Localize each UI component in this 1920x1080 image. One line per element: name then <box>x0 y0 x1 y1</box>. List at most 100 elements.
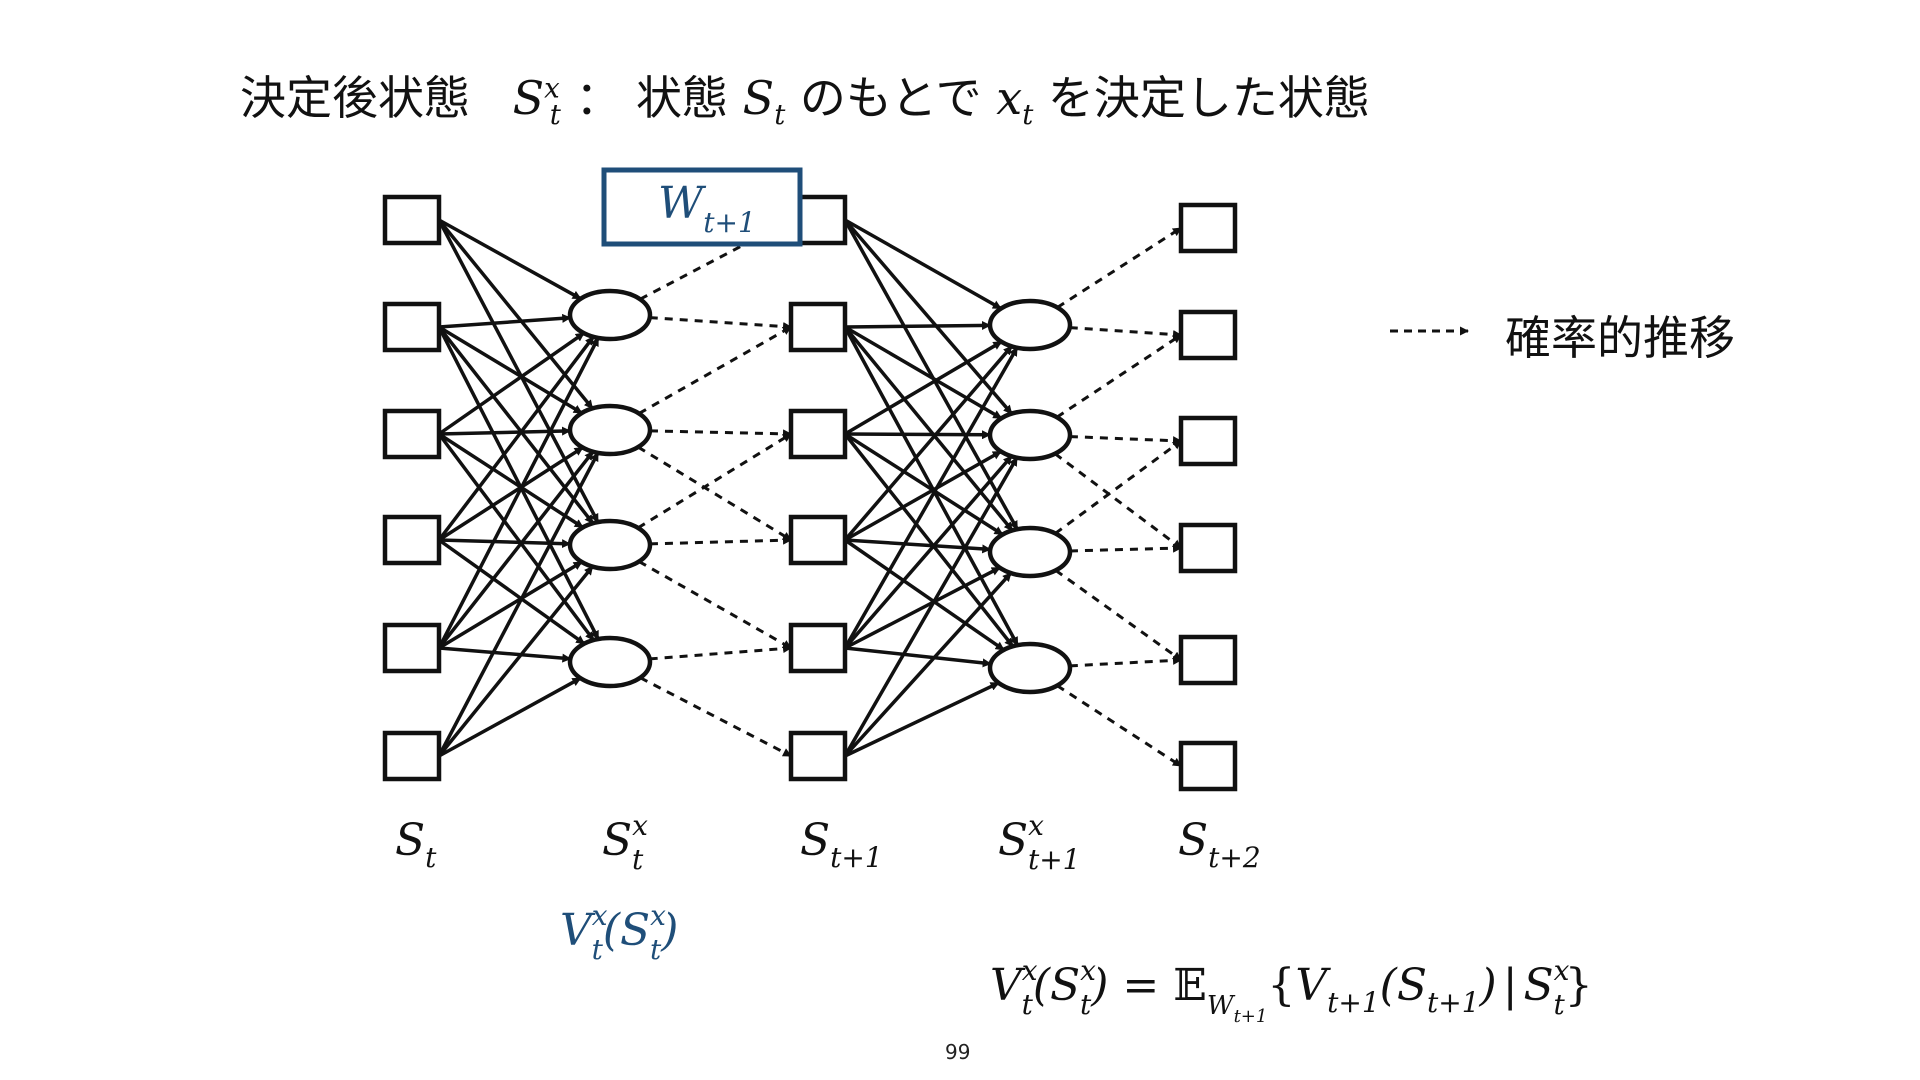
pre-decision-state-node <box>1178 740 1238 792</box>
decision-arrow <box>844 538 1005 652</box>
decision-arrow <box>843 456 1019 757</box>
pre-decision-state-node <box>382 730 442 782</box>
title-mid1: 状態 <box>636 71 729 125</box>
decision-arrow <box>843 432 1015 648</box>
stochastic-transition-arrow <box>639 676 792 758</box>
pre-decision-state-node <box>1178 309 1238 361</box>
decision-arrow <box>437 326 600 640</box>
stochastic-transition-arrow <box>637 445 792 542</box>
decision-arrow <box>438 446 584 542</box>
decision-arrow <box>437 335 595 542</box>
decision-arrow <box>843 326 1020 647</box>
page-number: 99 <box>945 1040 971 1064</box>
state-nodes <box>382 194 1238 792</box>
pre-decision-state-node <box>1178 522 1238 574</box>
stochastic-transition-arrow <box>1054 569 1182 662</box>
decision-arrow <box>844 646 992 668</box>
stochastic-transition-arrow <box>1054 439 1182 535</box>
stochastic-transition-arrow <box>638 325 792 415</box>
decision-arrow <box>437 337 600 649</box>
decision-arrow <box>844 449 1002 542</box>
title-suffix: を決定した状態 <box>1047 71 1370 125</box>
title-colon: ： <box>575 71 622 125</box>
decision-arrow <box>843 345 1013 542</box>
decision-arrow <box>844 432 1004 536</box>
stochastic-transition-arrow <box>649 429 792 439</box>
pre-decision-state-node <box>1178 202 1238 254</box>
pre-decision-state-node <box>382 301 442 353</box>
stochastic-transition-arrow <box>649 316 792 331</box>
decision-arrow <box>438 218 582 301</box>
decision-arrow <box>437 432 595 642</box>
decision-arrow <box>438 432 584 529</box>
pre-decision-state-node <box>382 514 442 566</box>
decision-arrow <box>437 565 594 758</box>
decision-arrow <box>843 346 1019 649</box>
decision-arrow <box>438 646 572 663</box>
post-decision-state-node <box>567 518 653 572</box>
post-decision-state-node <box>987 525 1073 579</box>
stochastic-transition-arrow <box>1056 226 1182 309</box>
decision-arrow <box>844 566 1001 650</box>
post-decision-state-node <box>987 298 1073 352</box>
post-decision-state-node <box>567 288 653 342</box>
decision-arrow <box>844 321 992 331</box>
legend-label: 確率的推移 <box>1505 311 1735 365</box>
stochastic-transition-arrow <box>637 432 792 530</box>
stochastic-transition-arrow <box>1056 684 1182 768</box>
pre-decision-state-node <box>382 408 442 460</box>
decision-arrow <box>438 538 572 549</box>
post-decision-state-node <box>987 408 1073 462</box>
decision-arrow <box>843 455 1013 650</box>
decision-arrow <box>437 219 600 523</box>
decision-arrow <box>437 538 586 646</box>
stochastic-transition-arrow <box>1069 326 1182 339</box>
stochastic-transition-arrow <box>649 644 792 661</box>
decision-arrow <box>438 676 582 758</box>
decision-arrow <box>844 218 1002 311</box>
decision-arrow <box>438 331 585 436</box>
pre-decision-state-node <box>788 514 848 566</box>
decision-arrow <box>438 560 583 650</box>
column-label-s-t2: St+2 <box>1178 815 1261 874</box>
noise-box-label: Wt+1 <box>658 178 756 239</box>
pre-decision-state-node <box>1178 634 1238 686</box>
stochastic-transition-arrow <box>649 535 792 546</box>
decision-arrow <box>843 571 1013 758</box>
pre-decision-state-node <box>1178 415 1238 467</box>
title-mid2: のもとで <box>799 71 982 125</box>
column-label-s-t1: St+1 <box>800 815 883 874</box>
decision-arrow <box>437 452 600 757</box>
stochastic-transition-arrow <box>1069 655 1182 668</box>
post-decision-state-node <box>567 635 653 689</box>
pre-decision-state-node <box>788 622 848 674</box>
decision-arrow <box>844 325 1003 420</box>
pre-decision-state-node <box>788 730 848 782</box>
title-post-decision-symbol: Sxt <box>512 71 561 132</box>
decision-arrow <box>844 340 1003 436</box>
post-decision-state-node <box>567 403 653 457</box>
decision-arrow <box>438 313 572 329</box>
transition-edges <box>437 218 1182 768</box>
page-title: 決定後状態 Sxt ： 状態 St のもとで xt を決定した状態 <box>240 62 1370 131</box>
decision-arrow <box>843 325 1014 532</box>
noise-box <box>601 167 803 247</box>
stochastic-transition-arrow <box>1056 333 1182 419</box>
pre-decision-state-node <box>788 408 848 460</box>
decision-arrow <box>843 218 1013 415</box>
decision-arrow <box>438 426 572 436</box>
title-state-symbol: St <box>742 71 786 132</box>
decision-arrow <box>437 218 594 410</box>
pre-decision-state-node <box>382 194 442 246</box>
title-decision-symbol: xt <box>996 71 1034 132</box>
column-label-s-t: St <box>395 815 437 874</box>
stochastic-transition-arrow <box>1069 543 1182 553</box>
decision-arrow <box>437 450 595 650</box>
decision-arrow <box>843 219 1019 531</box>
